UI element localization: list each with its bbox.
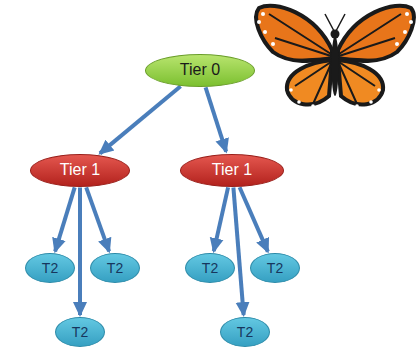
arrow-connector: [100, 86, 181, 153]
leaf-ellipse: T2: [25, 253, 75, 283]
root-ellipse: Tier 0: [145, 54, 255, 87]
node-label: T2: [72, 324, 88, 340]
arrow-connector: [233, 187, 243, 315]
leaf-ellipse: T2: [90, 253, 140, 283]
arrow-connector: [86, 187, 109, 251]
tier-ellipse: Tier 1: [180, 154, 284, 187]
arrow-connector: [214, 187, 228, 251]
leaf-ellipse: T2: [250, 253, 300, 283]
node-label: Tier 1: [212, 161, 252, 179]
arrow-connector: [78, 188, 82, 316]
node-label: T2: [237, 324, 253, 340]
arrow-connector: [240, 187, 268, 251]
leaf-ellipse: T2: [220, 317, 270, 347]
node-label: T2: [202, 260, 218, 276]
node-label: T2: [107, 260, 123, 276]
arrow-connector: [206, 87, 227, 151]
tier-ellipse: Tier 1: [30, 154, 130, 187]
leaf-ellipse: T2: [55, 317, 105, 347]
leaf-ellipse: T2: [185, 253, 235, 283]
node-label: T2: [42, 260, 58, 276]
node-label: T2: [267, 260, 283, 276]
node-label: Tier 0: [180, 61, 220, 79]
node-label: Tier 1: [60, 161, 100, 179]
arrow-connector: [55, 187, 75, 251]
